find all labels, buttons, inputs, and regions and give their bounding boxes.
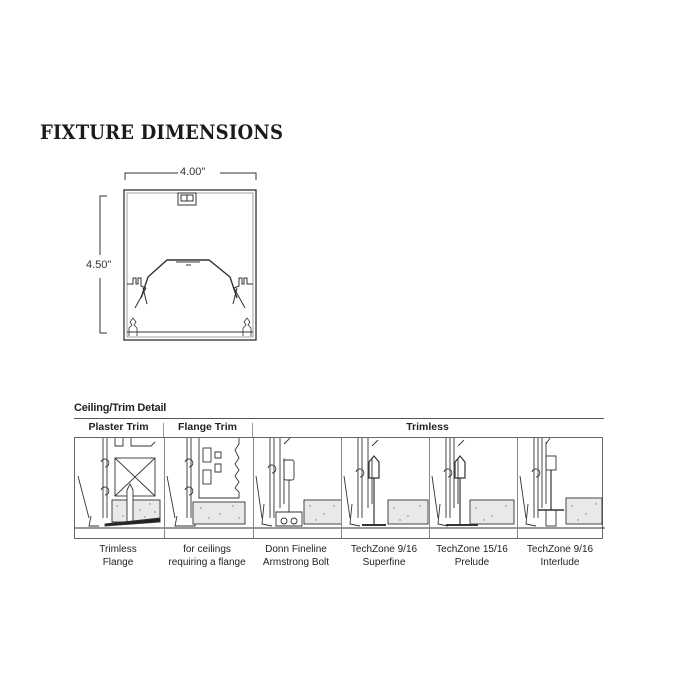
header-plaster-trim: Plaster Trim	[88, 421, 149, 433]
caption-donn-fineline: Donn Fineline Armstrong Bolt	[252, 543, 340, 569]
donn-fineline-detail-icon	[254, 438, 342, 529]
caption-line: Trimless	[99, 544, 137, 555]
caption-line: Superfine	[362, 557, 406, 568]
techzone-prelude-detail-icon	[430, 438, 518, 529]
caption-line: Donn Fineline	[265, 544, 327, 555]
plaster-trim-detail-icon	[75, 438, 164, 529]
caption-techzone-superfine: TechZone 9/16 Superfine	[340, 543, 428, 569]
fixture-dimension-diagram: 4.00" 4.50"	[80, 160, 280, 350]
width-dimension-label: 4.00"	[178, 166, 208, 178]
detail-cell-techzone-interlude	[517, 438, 605, 538]
caption-line: Interlude	[540, 557, 580, 568]
caption-techzone-prelude: TechZone 15/16 Prelude	[428, 543, 516, 569]
caption-line: TechZone 15/16	[436, 544, 508, 555]
caption-line: TechZone 9/16	[526, 544, 594, 555]
ceiling-trim-section-title: Ceiling/Trim Detail	[74, 402, 167, 414]
header-separator	[252, 423, 253, 437]
detail-cell-techzone-superfine	[341, 438, 430, 538]
fixture-cross-section-icon	[99, 172, 257, 341]
detail-cell-techzone-prelude	[429, 438, 518, 538]
caption-plaster-trim: Trimless Flange	[74, 543, 162, 569]
caption-techzone-interlude: TechZone 9/16 Interlude	[516, 543, 604, 569]
header-separator	[163, 423, 164, 437]
caption-line: for ceilings	[183, 544, 231, 555]
section-divider	[74, 418, 604, 419]
caption-line: requiring a flange	[168, 557, 246, 568]
header-flange-trim: Flange Trim	[178, 421, 237, 433]
header-trimless: Trimless	[406, 421, 449, 433]
detail-cell-flange-trim	[164, 438, 254, 538]
caption-line: Armstrong Bolt	[262, 557, 330, 568]
caption-line: Flange	[102, 557, 134, 568]
caption-line: Prelude	[454, 557, 490, 568]
techzone-superfine-detail-icon	[342, 438, 430, 529]
caption-line: TechZone 9/16	[350, 544, 418, 555]
detail-cell-plaster-trim	[75, 438, 164, 538]
flange-trim-detail-icon	[165, 438, 254, 529]
trim-detail-grid	[74, 437, 605, 539]
height-dimension-label: 4.50"	[84, 259, 114, 271]
caption-flange-trim: for ceilings requiring a flange	[163, 543, 251, 569]
techzone-interlude-detail-icon	[518, 438, 605, 529]
detail-cell-donn-fineline	[253, 438, 342, 538]
page-title: FIXTURE DIMENSIONS	[40, 120, 284, 144]
